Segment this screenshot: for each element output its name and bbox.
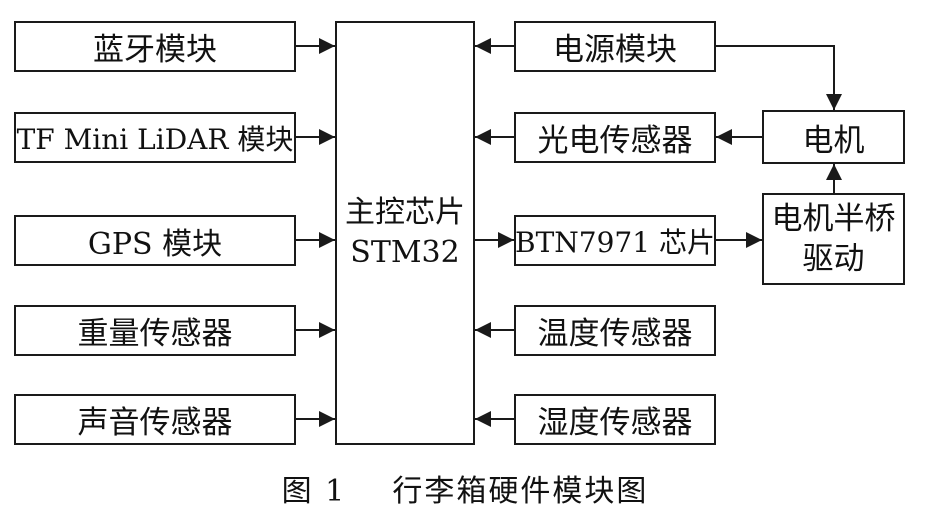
gps-module-box: GPS 模块 [14,215,296,266]
bluetooth-module-label: 蓝牙模块 [93,32,217,68]
photoelectric-sensor-label: 光电传感器 [537,123,693,159]
temperature-sensor-box: 温度传感器 [514,305,716,356]
btn7971-chip-label: BTN7971 芯片 [515,225,715,259]
lidar-module-label: TF Mini LiDAR 模块 [16,122,294,156]
power-module-box: 电源模块 [514,21,716,72]
temperature-sensor-label: 温度传感器 [537,316,693,352]
weight-sensor-box: 重量传感器 [14,305,296,356]
sound-sensor-label: 声音传感器 [77,405,233,441]
motor-driver-box: 电机半桥 驱动 [762,193,905,285]
motor-label: 电机 [802,122,865,159]
photoelectric-sensor-box: 光电传感器 [514,112,716,163]
btn7971-chip-box: BTN7971 芯片 [514,215,716,266]
figure-caption: 图 1 行李箱硬件模块图 [281,474,649,509]
bluetooth-module-box: 蓝牙模块 [14,21,296,72]
gps-module-label: GPS 模块 [87,226,223,262]
mcu-label-line1: 主控芯片 [345,195,465,230]
humidity-sensor-box: 湿度传感器 [514,394,716,445]
lidar-module-box: TF Mini LiDAR 模块 [14,112,296,163]
motor-box: 电机 [762,110,905,164]
sound-sensor-box: 声音传感器 [14,394,296,445]
weight-sensor-label: 重量传感器 [77,316,233,352]
mcu-label-line2: STM32 [350,235,460,270]
motor-driver-label-line2: 驱动 [802,241,865,277]
humidity-sensor-label: 湿度传感器 [537,405,693,441]
mcu-box: 主控芯片 STM32 [335,21,475,445]
arrow-power-to-motor [716,45,842,110]
motor-driver-label-line1: 电机半桥 [771,201,896,237]
power-module-label: 电源模块 [553,32,677,68]
